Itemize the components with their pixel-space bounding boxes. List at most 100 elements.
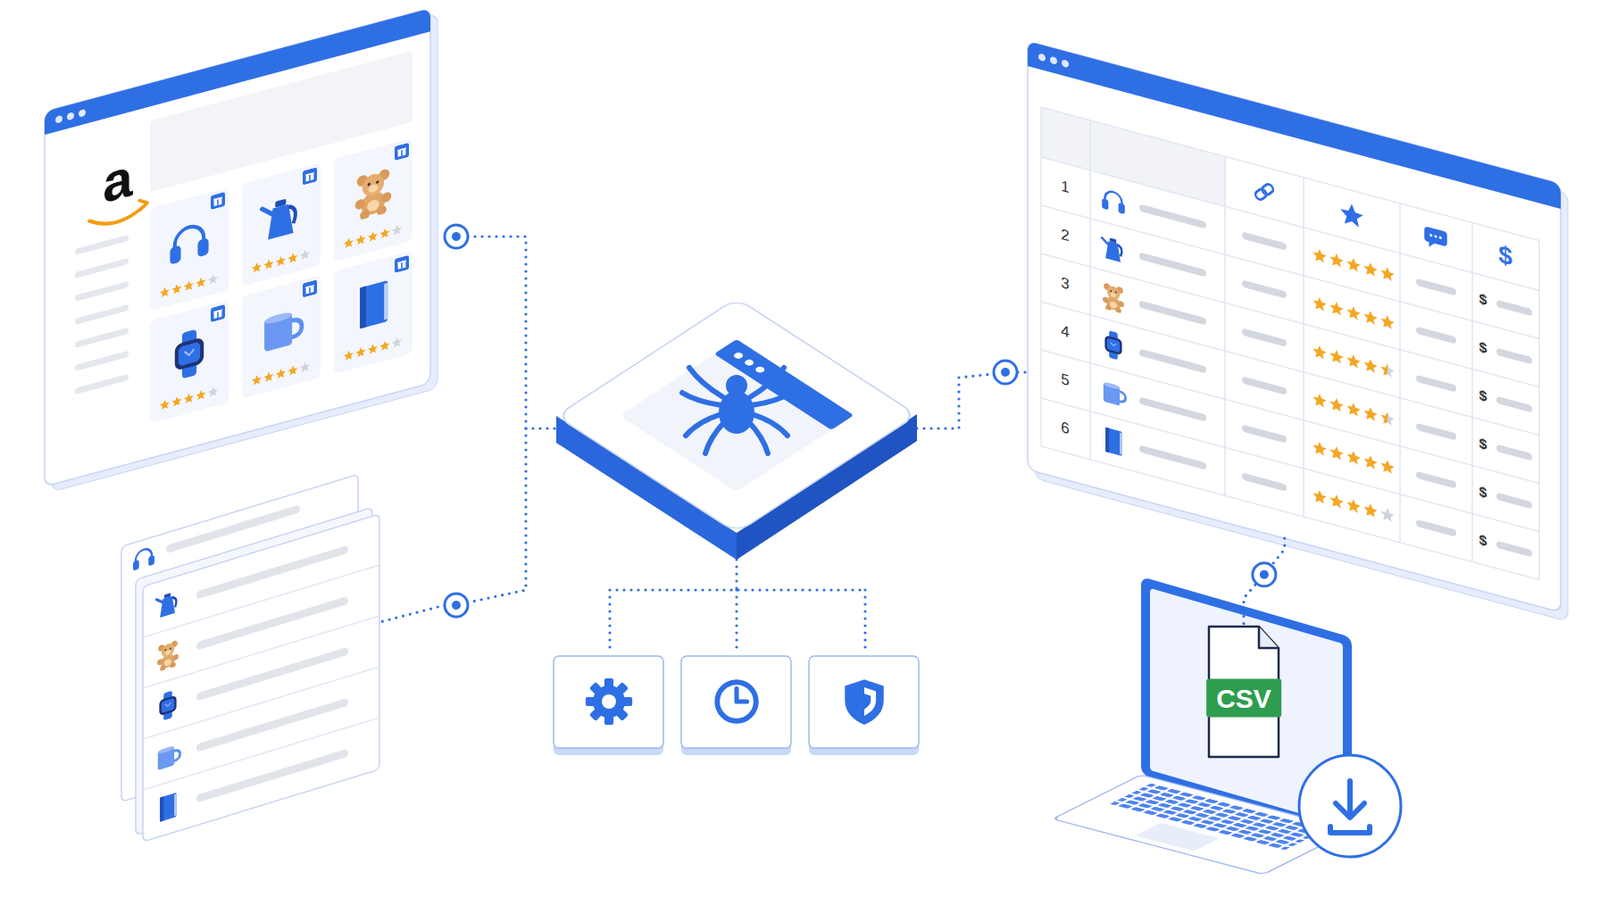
product-card [343, 236, 354, 249]
spreadsheet-window: $1$2$3$4$5$6$ [1027, 41, 1561, 613]
product-card [263, 258, 274, 270]
product-card [210, 191, 225, 210]
list-row [159, 792, 176, 823]
file-badge: CSV [1206, 679, 1282, 718]
table-grid [1041, 107, 1540, 581]
product-card [300, 248, 310, 260]
table-row [1312, 391, 1326, 409]
product-list [133, 546, 155, 572]
product-card [261, 196, 296, 242]
table-row [1496, 300, 1533, 317]
table-row [1363, 357, 1377, 375]
table-row [1104, 329, 1122, 362]
dotted-connector [1243, 538, 1285, 625]
option-tile [553, 656, 664, 749]
table-grid [1089, 120, 1092, 460]
browser-window: a [44, 8, 431, 487]
product-card [241, 162, 321, 287]
laptop [1299, 755, 1401, 858]
browser-window [44, 6, 438, 494]
product-card [302, 279, 317, 298]
table-row [1346, 400, 1360, 418]
table-row [1101, 235, 1122, 263]
sidebar-line [75, 281, 129, 302]
table-row [1416, 278, 1457, 297]
option-tile [808, 656, 919, 749]
spider-icon [718, 391, 755, 434]
product-card [275, 367, 286, 380]
table-row [1241, 279, 1287, 299]
table-grid [1041, 350, 1540, 484]
table-row [1416, 519, 1457, 538]
table-row [1139, 300, 1207, 325]
product-card [195, 276, 206, 289]
table-row [1102, 282, 1533, 425]
table-row [1312, 440, 1326, 458]
product-card [241, 162, 321, 287]
csv-file: CSV [1207, 625, 1281, 759]
spreadsheet-window [1061, 58, 1069, 68]
product-card [333, 138, 413, 263]
table-row [1496, 348, 1533, 366]
table-row [1241, 472, 1287, 492]
browser-window [78, 108, 86, 118]
table-grid [1041, 157, 1540, 292]
spreadsheet-window [1027, 41, 1568, 622]
browser-window [139, 198, 148, 210]
table-row [1105, 427, 1533, 567]
product-card [251, 261, 262, 274]
table-grid [1538, 241, 1541, 581]
table-row [1241, 327, 1287, 347]
table-row [1241, 424, 1287, 443]
product-card [287, 364, 298, 376]
list-row [142, 616, 380, 727]
list-row [142, 565, 380, 678]
browser-window [66, 111, 75, 121]
product-card [241, 275, 321, 400]
product-card [159, 398, 170, 410]
spreadsheet-window [1041, 107, 1225, 207]
table-row [1416, 375, 1457, 393]
table-row [1346, 256, 1360, 274]
table-row [1139, 444, 1207, 470]
table-row [1102, 282, 1125, 315]
product-card [175, 327, 204, 382]
dotted-wire [379, 605, 445, 623]
table-row [1380, 506, 1394, 524]
spider-icon [682, 367, 792, 454]
scraper-block [753, 366, 767, 375]
table-row [1312, 247, 1326, 265]
table-grid [1041, 205, 1540, 340]
list-row [157, 640, 179, 674]
product-card [169, 222, 209, 266]
table-row [1346, 497, 1360, 515]
product-card [150, 300, 229, 425]
table-row [1496, 541, 1533, 559]
table-grid [1471, 222, 1474, 562]
spider-icon [748, 367, 792, 454]
table-row [1139, 203, 1207, 229]
product-card [333, 250, 413, 375]
table-row [1346, 304, 1360, 322]
table-cell: $ [1479, 387, 1488, 406]
logo-letter: a [102, 148, 133, 216]
scraper-block [556, 298, 917, 560]
browser-window [44, 8, 431, 487]
table-grid [1224, 156, 1226, 496]
product-card [367, 342, 378, 355]
laptop [1108, 783, 1328, 851]
scraper-block [619, 339, 855, 492]
list-row [196, 596, 349, 651]
table-cell: $ [1479, 435, 1488, 454]
table-row [1329, 251, 1343, 269]
table-row [1241, 375, 1287, 395]
product-card [333, 138, 413, 263]
table-row [1329, 492, 1343, 510]
product-card [275, 255, 286, 267]
list-row [196, 545, 349, 600]
table-row [1416, 471, 1457, 490]
wire-node-dot [1000, 367, 1010, 377]
product-card [171, 283, 182, 295]
table-grid [1041, 446, 1540, 581]
dotted-wire [467, 236, 526, 603]
